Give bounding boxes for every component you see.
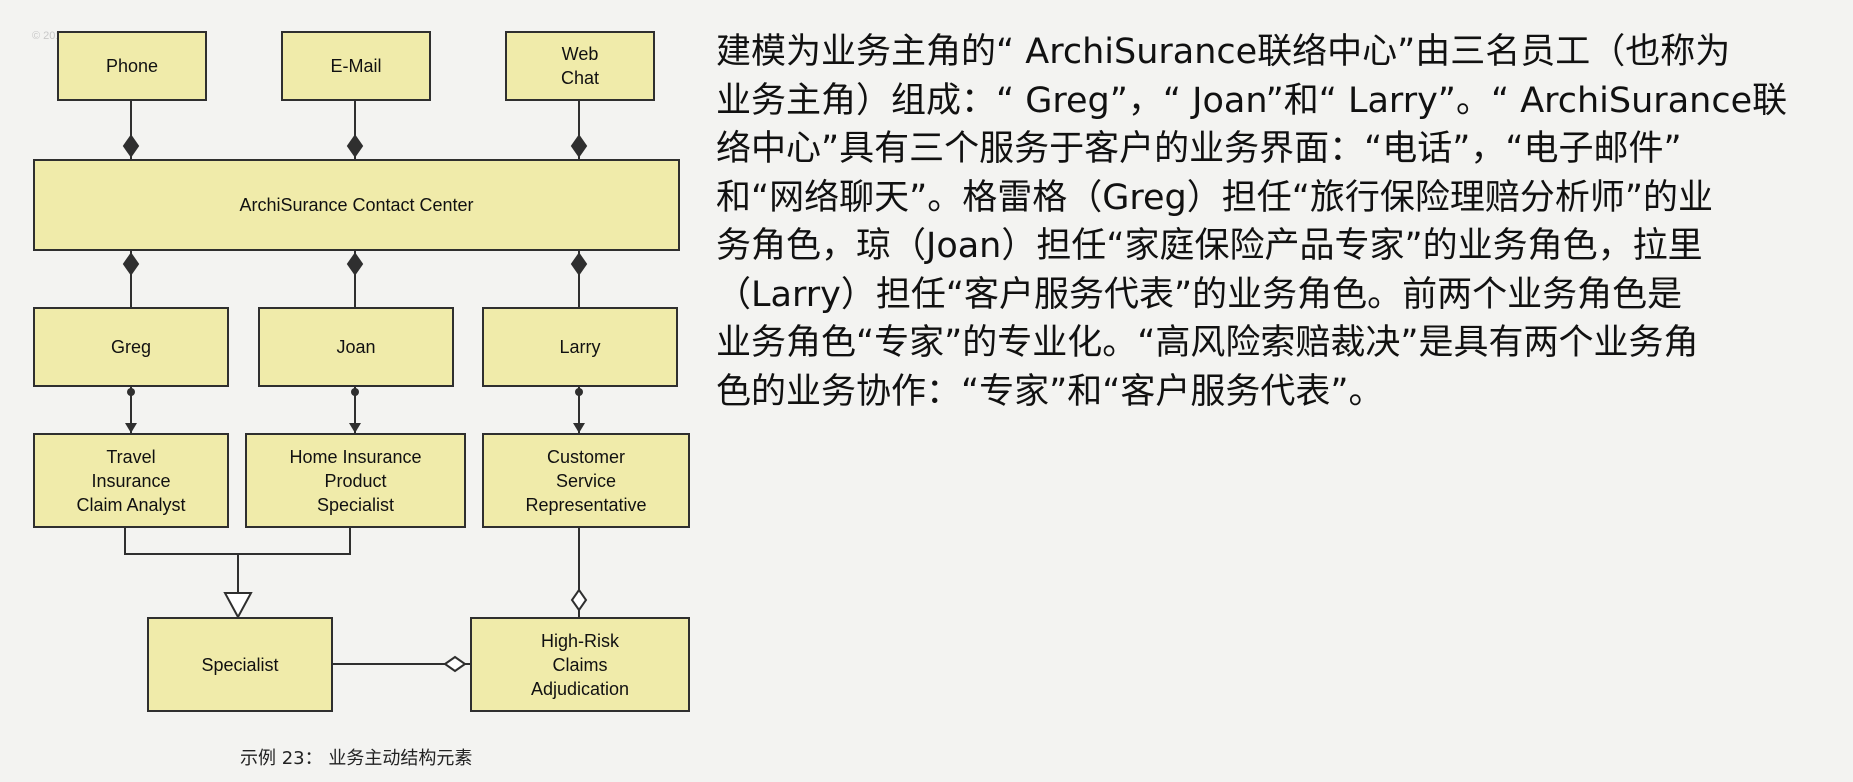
specialist-label: Specialist — [201, 654, 279, 675]
assignment-arrow-joan — [349, 423, 361, 433]
assignment-arrow-greg — [125, 423, 137, 433]
email-interface-box: E-Mail — [281, 31, 431, 101]
assignment-arrow-larry — [573, 423, 585, 433]
assignment-dot-joan — [351, 388, 359, 396]
composition-diamond-webchat — [570, 134, 588, 158]
aggregation-diamond-specialist — [443, 655, 467, 673]
specialization-line-home — [238, 528, 351, 555]
description-line: 建模为业务主角的“ ArchiSurance联络中心”由三名员工（也称为 — [716, 32, 1731, 72]
specialization-line-travel — [124, 528, 239, 593]
email-label: E-Mail — [330, 56, 382, 76]
phone-interface-box: Phone — [57, 31, 207, 101]
assignment-dot-larry — [575, 388, 583, 396]
home-product-specialist-label: Home Insurance Product Specialist — [289, 446, 422, 515]
phone-label: Phone — [105, 56, 159, 76]
aggregation-diamond-csr — [570, 588, 588, 612]
joan-actor-box: Joan — [258, 307, 454, 387]
description-line: 和“网络聊天”。格雷格（Greg）担任“旅行保险理赔分析师”的业 — [716, 177, 1714, 218]
larry-actor-box: Larry — [482, 307, 678, 387]
contact-center-actor-box: ArchiSurance Contact Center — [33, 159, 680, 251]
webchat-interface-box: Web Chat — [505, 31, 655, 101]
description-line: 色的业务协作：“专家”和“客户服务代表”。 — [716, 371, 1384, 412]
greg-actor-box: Greg — [33, 307, 229, 387]
travel-claim-analyst-role-box: Travel Insurance Claim Analyst — [33, 433, 229, 528]
description-line: 络中心”具有三个服务于客户的业务界面：“电话”，“电子邮件” — [716, 129, 1682, 169]
description-line: 务角色，琼（Joan）担任“家庭保险产品专家”的业务角色，拉里 — [716, 226, 1703, 266]
assignment-dot-greg — [127, 388, 135, 396]
home-product-specialist-role-box: Home Insurance Product Specialist — [245, 433, 466, 528]
contact-center-label: ArchiSurance Contact Center — [239, 195, 474, 215]
specialist-role-box: Specialist — [147, 617, 333, 712]
composition-diamond-phone — [122, 134, 140, 158]
description-line: （Larry）担任“客户服务代表”的业务角色。前两个业务角色是 — [716, 274, 1683, 315]
joan-label: Joan — [336, 337, 376, 357]
composition-diamond-larry — [570, 252, 588, 276]
high-risk-label: High-Risk Claims Adjudication — [530, 630, 630, 699]
customer-service-rep-label: Customer Service Representative — [525, 446, 647, 515]
travel-claim-analyst-label: Travel Insurance Claim Analyst — [76, 446, 186, 515]
description-paragraph: 建模为业务主角的“ ArchiSurance联络中心”由三名员工（也称为 业务主… — [716, 28, 1836, 416]
high-risk-collaboration-box: High-Risk Claims Adjudication — [470, 617, 690, 712]
customer-service-rep-role-box: Customer Service Representative — [482, 433, 690, 528]
composition-diamond-joan — [346, 252, 364, 276]
composition-diamond-greg — [122, 252, 140, 276]
specialization-triangle — [223, 592, 253, 620]
larry-label: Larry — [559, 337, 601, 357]
diagram-connectors — [122, 38, 684, 673]
description-line: 业务角色“专家”的专业化。“高风险索赔裁决”是具有两个业务角 — [716, 323, 1699, 363]
webchat-label: Web Chat — [560, 44, 600, 88]
composition-diamond-email — [346, 134, 364, 158]
description-line: 业务主角）组成：“ Greg”，“ Joan”和“ Larry”。“ Archi… — [716, 80, 1788, 121]
greg-label: Greg — [110, 337, 152, 357]
figure-caption: 示例 23： 业务主动结构元素 — [240, 748, 473, 769]
